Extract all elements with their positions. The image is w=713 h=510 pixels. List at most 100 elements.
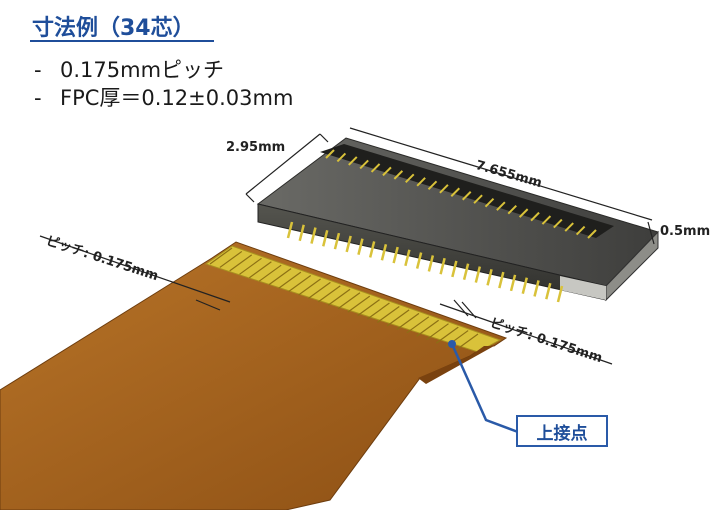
connector-lead [556,285,564,303]
connector-lead [333,232,341,250]
connector-pin [587,229,597,239]
spec-text: 0.175mmピッチ [60,58,225,82]
spec-item-pitch: -0.175mmピッチ [34,56,293,84]
connector-lead [345,235,352,253]
connector-pin [541,215,552,225]
fpc-finger [239,257,262,275]
bullet-dash: - [34,86,42,110]
fpc-contact-area [204,245,502,353]
title-underline [30,40,214,42]
connector-lead [415,252,423,269]
fpc-cable [0,241,508,510]
connector-pin [564,222,574,232]
spec-list: -0.175mmピッチ -FPC厚＝0.12±0.03mm [34,56,293,112]
fpc-finger [386,309,410,327]
page-title: 寸法例（34芯） [32,16,195,41]
connector-lead [427,255,435,272]
fpc-finger [288,275,312,293]
connector-lead [322,230,329,247]
connector-leads [286,221,564,303]
connector-pin [348,156,358,166]
callout-dot [448,340,456,348]
dim-line-fpc-pitch [39,235,231,303]
dim-line-connector-pitch [439,303,613,365]
dim-line-height [647,221,655,245]
fpc-contact-fingers [209,247,479,351]
connector-lead [474,266,482,283]
connector-pin [518,208,529,218]
dim-label-width: 2.95mm [226,140,286,155]
fpc-finger [396,312,420,330]
callout-leader [450,343,519,434]
fpc-finger [406,316,430,334]
connector-lead [498,271,505,289]
dim-line-width [245,133,321,195]
fpc-finger [209,247,233,265]
connector-lead [392,246,399,264]
connector-pin [336,152,347,163]
connector-lead [451,260,458,278]
fpc-finger [249,261,272,279]
connector-pin [461,191,472,201]
connector-pin [405,173,415,184]
dim-label-height: 0.5mm [660,224,711,239]
fpc-finger [426,323,449,341]
connector-lead [404,249,411,267]
fpc-finger [376,305,400,323]
fpc-finger [367,302,390,320]
connector-pin [473,194,483,204]
connector-pin [496,201,506,211]
connector-pin [439,184,449,194]
spec-item-thickness: -FPC厚＝0.12±0.03mm [34,84,293,112]
fpc-finger [455,333,479,351]
bullet-dash: - [34,58,42,82]
connector-lead [380,243,388,261]
connector-lead [545,282,552,300]
spec-text: FPC厚＝0.12±0.03mm [60,86,294,110]
fpc-finger [416,319,439,337]
connector-lead [298,224,305,242]
fpc-finger [327,288,351,306]
connector-lead [310,227,317,244]
connector-lead [486,269,493,286]
fpc-finger [435,326,459,344]
callout-label: 上接点 [536,423,588,444]
callout-box: 上接点 [516,415,608,447]
connector-lead [521,277,528,294]
connector-lead [439,257,446,275]
connector-pin [359,159,369,170]
connector-lead [357,238,364,255]
connector-pin [530,211,540,222]
connector-pins [325,149,597,239]
fpc-finger [317,285,341,303]
fpc-finger [258,264,282,282]
fpc-finger [278,271,302,289]
connector-pin [370,163,381,173]
connector-lead [462,263,470,281]
fpc-finger [268,268,292,286]
fpc-finger [308,281,331,299]
fpc-finger [337,292,361,310]
connector-lead [533,280,540,297]
connector-pin [553,218,563,229]
connector-slot [320,144,614,238]
fpc-finger [347,295,371,313]
connector-pin [575,225,586,236]
fpc-finger [219,250,243,268]
fpc-edge [418,346,494,384]
dimension-lines [39,127,655,434]
connector-pin [507,204,517,215]
dim-line-length [349,127,653,221]
fpc-finger [298,278,321,296]
connector-end-cap [560,276,606,300]
connector [256,137,659,303]
connector-lead [368,241,376,258]
connector-pin [416,177,426,187]
connector-pin [393,170,404,180]
connector-pin [382,166,392,177]
connector-lead [286,221,294,239]
fpc-finger [357,299,380,317]
fpc-finger [229,254,253,272]
connector-lead [509,274,517,292]
